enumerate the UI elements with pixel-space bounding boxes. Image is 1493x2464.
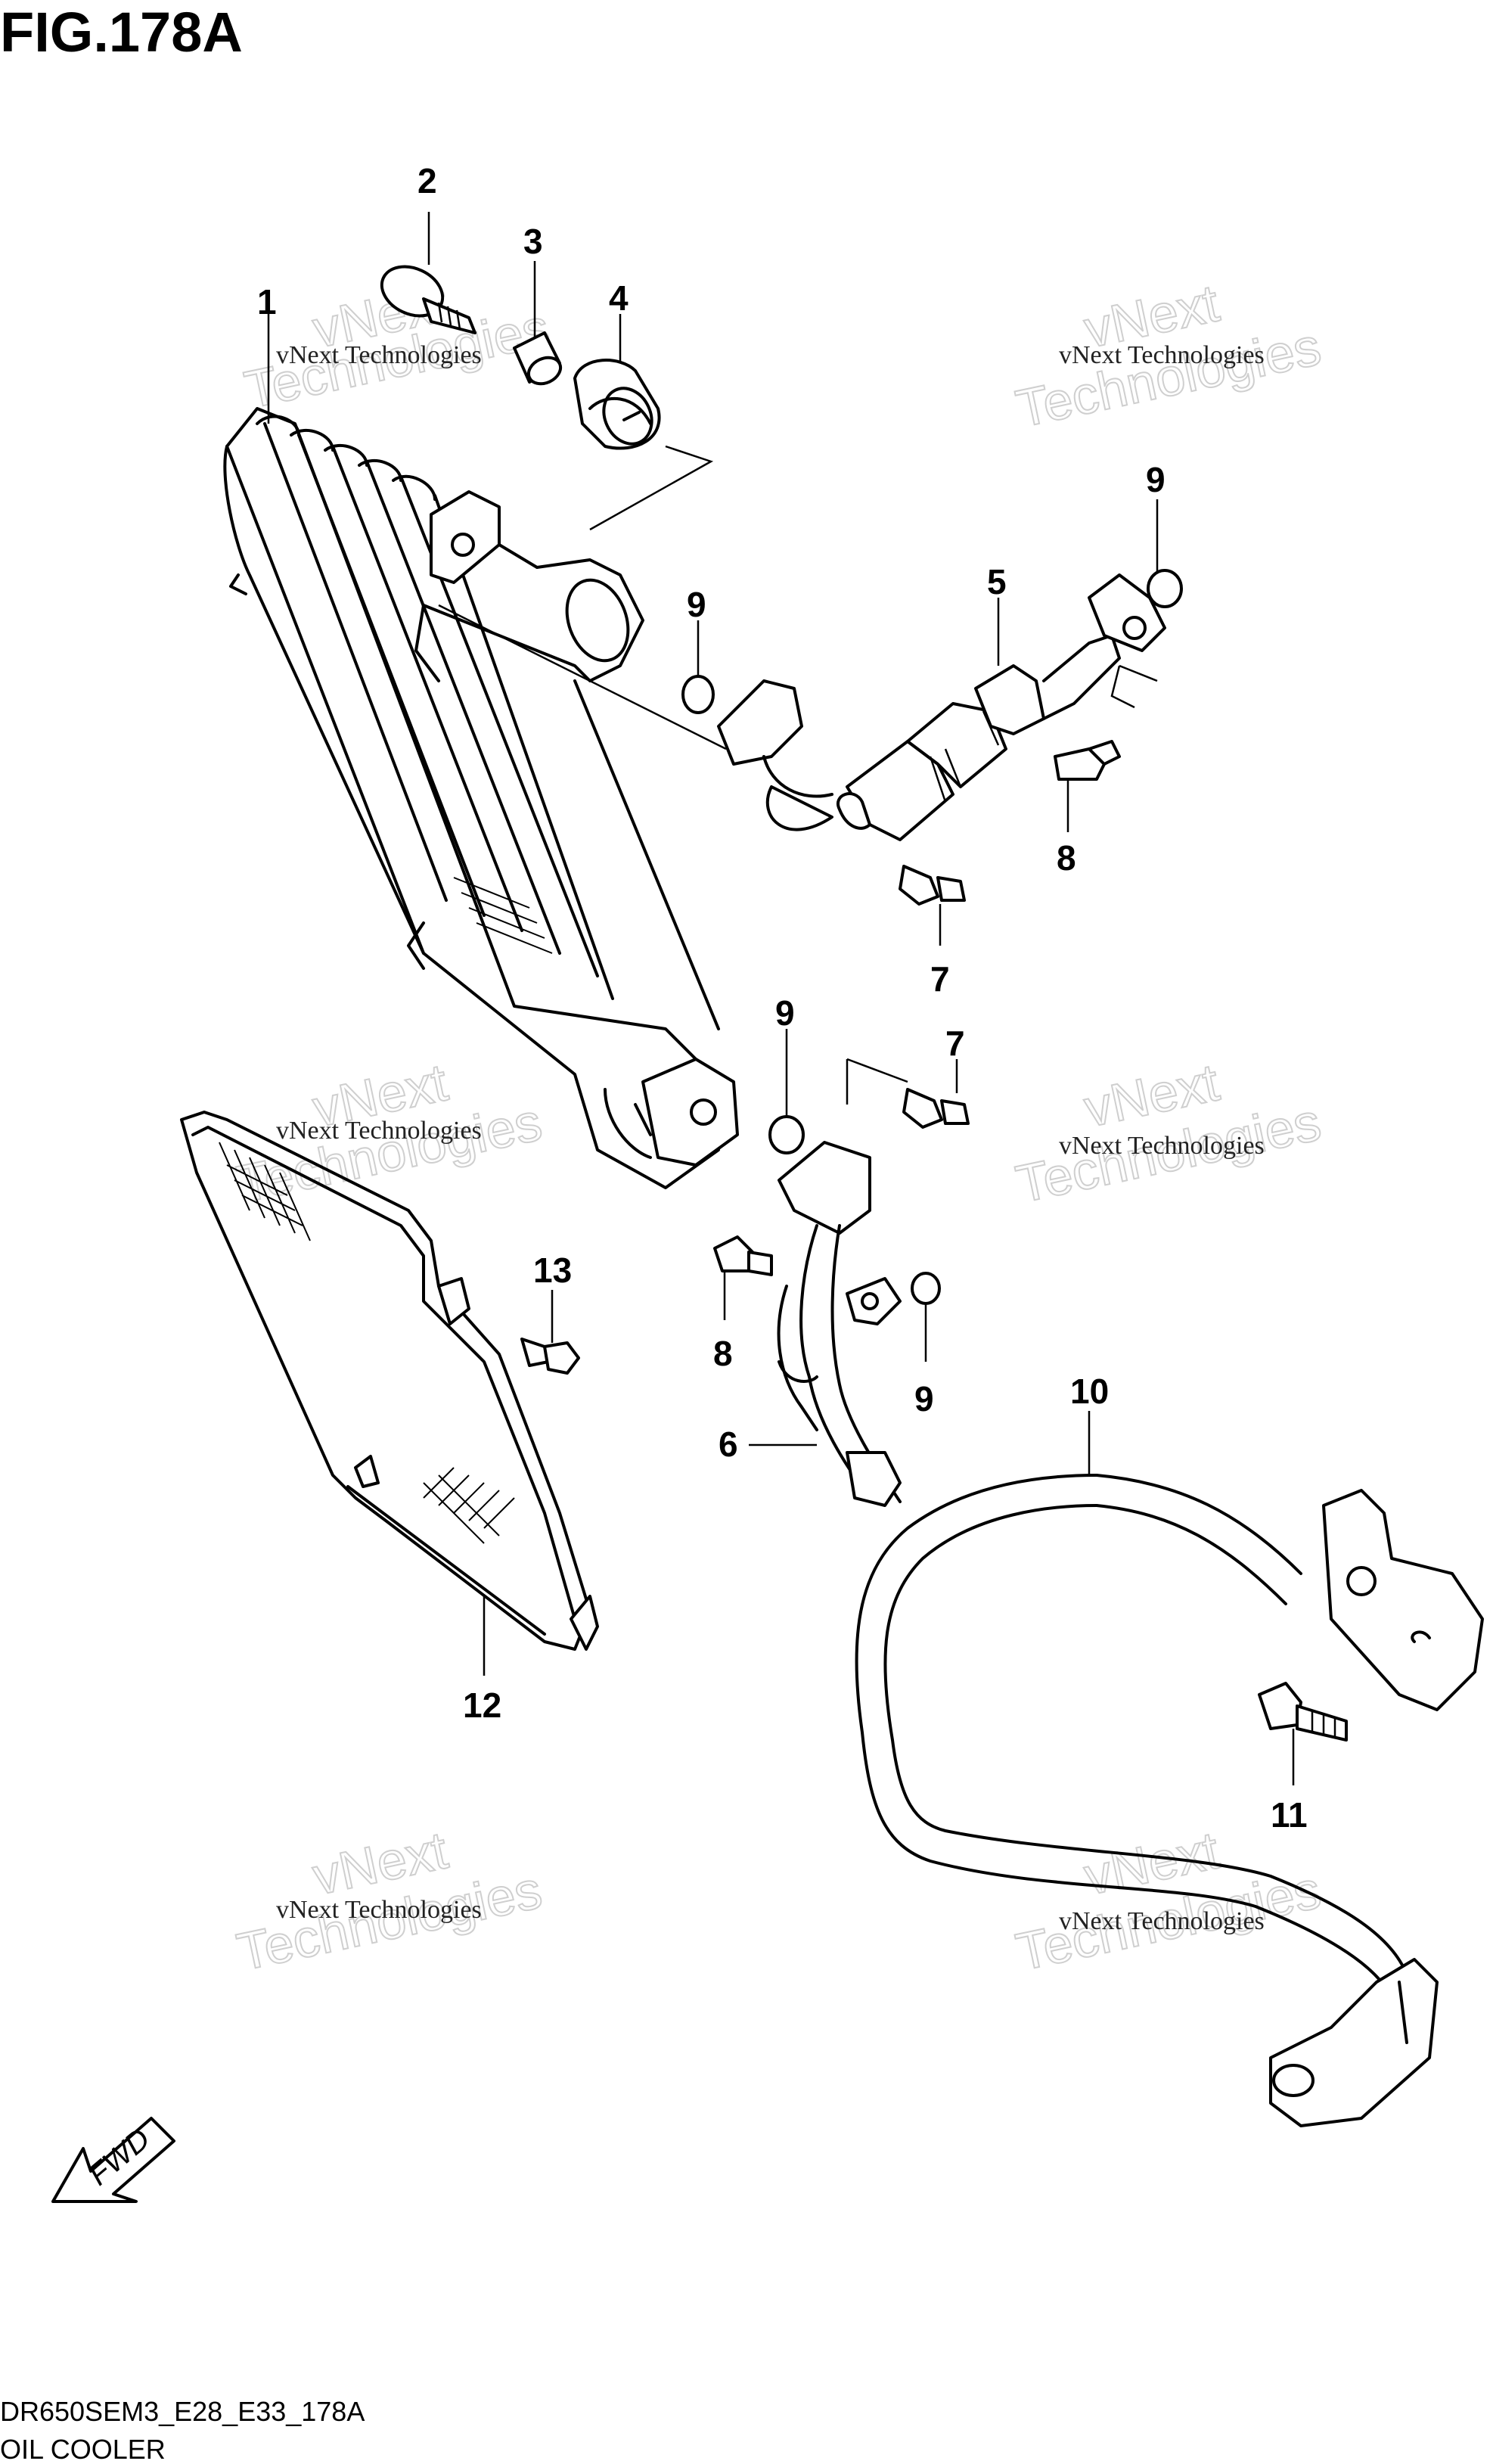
callout-9a: 9 (687, 585, 706, 624)
callout-9d: 9 (914, 1379, 934, 1418)
callout-13: 13 (533, 1251, 572, 1290)
figure-title: FIG.178A (0, 1, 243, 64)
part-oil-hose (717, 573, 1166, 841)
dash-guide-pipe (846, 1058, 908, 1105)
callout-10: 10 (1070, 1372, 1109, 1411)
part-bolt-8b (713, 1235, 773, 1276)
callout-4: 4 (609, 278, 629, 318)
svg-text:vNext Technologies: vNext Technologies (276, 1896, 482, 1924)
callout-12: 12 (463, 1686, 501, 1725)
callout-3: 3 (523, 222, 543, 261)
callout-7b: 7 (945, 1024, 965, 1063)
watermark-bottom-left: Technologies vNext vNext Technologies (231, 1819, 548, 1982)
part-guard-pipe (855, 1474, 1484, 2127)
callout-2: 2 (417, 161, 437, 200)
part-collar (513, 331, 563, 386)
figure-name: OIL COOLER (0, 2434, 166, 2464)
watermark-top-right: Technologies vNext vNext Technologies (1010, 272, 1327, 439)
callout-5: 5 (987, 562, 1007, 601)
callout-leaders (267, 212, 1295, 1785)
part-bolt-8a (1054, 740, 1121, 781)
part-oring-9a (681, 675, 715, 714)
part-oil-pipe (777, 1141, 902, 1507)
callout-6: 6 (719, 1425, 738, 1464)
svg-text:vNext Technologies: vNext Technologies (1059, 1907, 1265, 1935)
callout-11: 11 (1271, 1795, 1308, 1835)
watermark-bottom-right: Technologies vNext vNext Technologies (1010, 1819, 1327, 1982)
part-cooler-guard (180, 1111, 599, 1651)
callout-9b: 9 (1146, 460, 1166, 499)
figure-code: DR650SEM3_E28_E33_178A (0, 2396, 365, 2427)
part-bolt-11 (1258, 1682, 1348, 1742)
dash-guide-bolt (438, 604, 727, 750)
part-bolt-7b (902, 1088, 970, 1129)
dash-guide-grommet (589, 445, 714, 531)
part-bolt-13 (520, 1338, 580, 1375)
watermark-mid-right: Technologies vNext vNext Technologies (1010, 1052, 1327, 1214)
callout-7a: 7 (930, 959, 950, 999)
callout-8b: 8 (713, 1334, 733, 1373)
callout-8a: 8 (1057, 838, 1076, 878)
callout-9c: 9 (775, 993, 795, 1033)
dash-guide-hose (1110, 664, 1158, 709)
svg-text:vNext Technologies: vNext Technologies (276, 341, 482, 369)
part-oil-cooler (223, 407, 739, 1189)
part-oring-9b (1147, 569, 1183, 608)
part-bolt-washer (380, 265, 476, 334)
part-grommet (573, 359, 661, 450)
part-oring-9d (911, 1272, 941, 1305)
svg-text:vNext Technologies: vNext Technologies (1059, 1132, 1265, 1160)
svg-text:vNext Technologies: vNext Technologies (276, 1117, 482, 1145)
fwd-arrow-icon: FWD (51, 2117, 175, 2203)
part-bolt-7a (899, 865, 966, 906)
watermark-mid-left: Technologies vNext vNext Technologies (231, 1052, 548, 1214)
part-oring-9c (768, 1115, 805, 1154)
callout-1: 1 (257, 282, 277, 322)
svg-text:vNext Technologies: vNext Technologies (1059, 341, 1265, 369)
